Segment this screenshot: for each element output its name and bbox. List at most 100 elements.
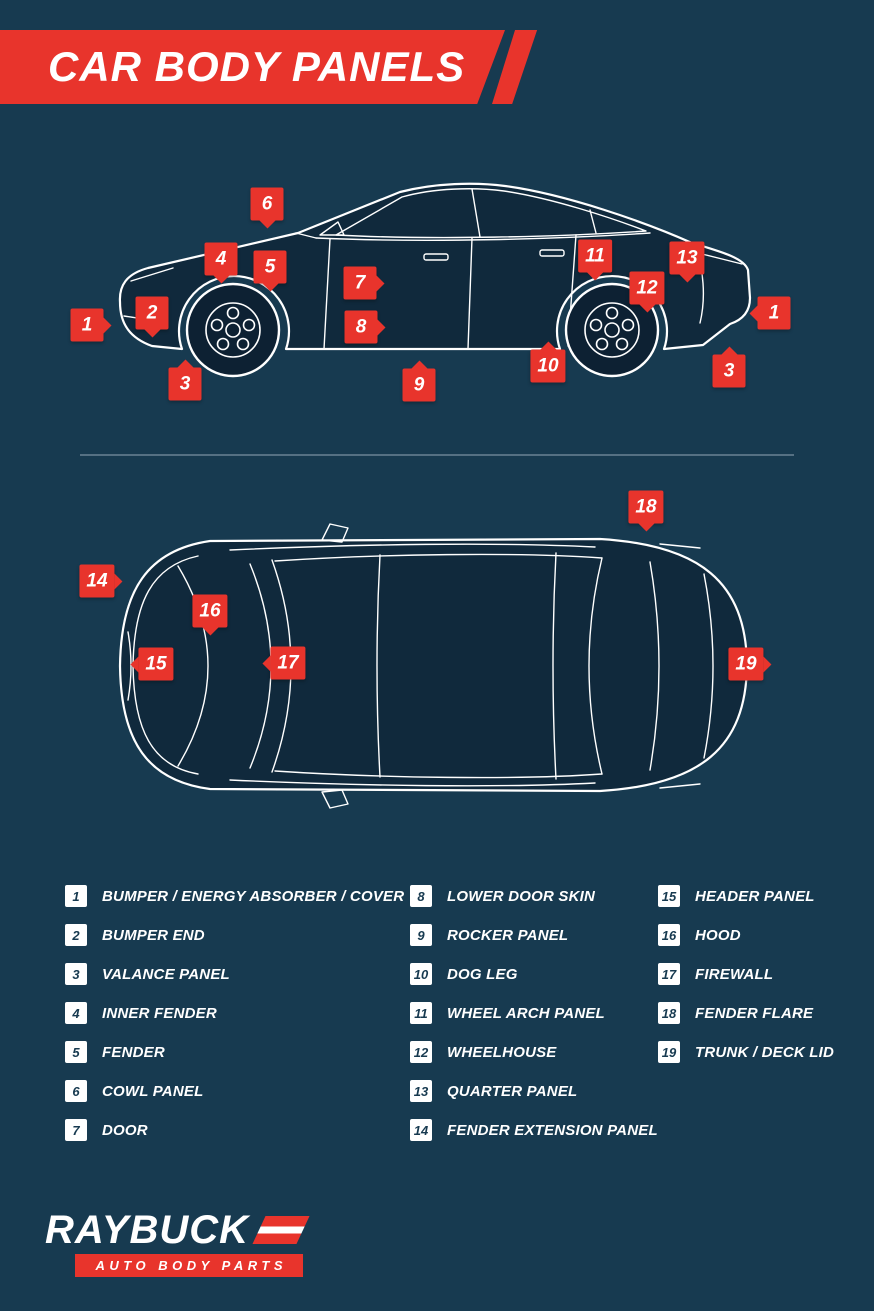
legend-item-17: 17 FIREWALL bbox=[658, 963, 858, 985]
side-marker-3: 3 bbox=[712, 354, 746, 388]
marker-number: 16 bbox=[199, 600, 221, 621]
side-marker-5: 5 bbox=[253, 250, 287, 284]
legend-label: TRUNK / DECK LID bbox=[695, 1043, 835, 1061]
legend-number-badge: 19 bbox=[658, 1041, 680, 1063]
legend-label: INNER FENDER bbox=[102, 1004, 217, 1022]
side-marker-6: 6 bbox=[250, 187, 284, 221]
legend-item-7: 7 DOOR bbox=[65, 1119, 395, 1141]
legend-item-4: 4 INNER FENDER bbox=[65, 1002, 395, 1024]
legend-item-13: 13 QUARTER PANEL bbox=[410, 1080, 645, 1102]
legend-label: BUMPER / ENERGY ABSORBER / COVER bbox=[102, 887, 405, 905]
legend-number-badge: 17 bbox=[658, 963, 680, 985]
top-marker-17: 17 bbox=[270, 646, 306, 680]
header-banner: CAR BODY PANELS bbox=[0, 30, 505, 104]
legend-item-14: 14 FENDER EXTENSION PANEL bbox=[410, 1119, 658, 1141]
marker-number: 2 bbox=[146, 302, 158, 323]
legend-label: COWL PANEL bbox=[102, 1082, 204, 1100]
marker-number: 12 bbox=[636, 277, 658, 298]
marker-number: 3 bbox=[723, 360, 735, 381]
brand-tagline: AUTO BODY PARTS bbox=[95, 1258, 287, 1273]
legend-item-2: 2 BUMPER END bbox=[65, 924, 395, 946]
marker-number: 11 bbox=[585, 245, 605, 266]
legend-label: HOOD bbox=[695, 926, 741, 944]
legend-number-badge: 10 bbox=[410, 963, 432, 985]
legend-number-badge: 14 bbox=[410, 1119, 432, 1141]
brand-name: RAYBUCK bbox=[45, 1208, 250, 1252]
legend-number-badge: 15 bbox=[658, 885, 680, 907]
marker-number: 6 bbox=[261, 193, 273, 214]
legend-number-badge: 5 bbox=[65, 1041, 87, 1063]
legend-number-badge: 4 bbox=[65, 1002, 87, 1024]
legend-label: BUMPER END bbox=[102, 926, 205, 944]
legend-number-badge: 18 bbox=[658, 1002, 680, 1024]
top-marker-18: 18 bbox=[628, 490, 664, 524]
marker-number: 4 bbox=[215, 248, 227, 269]
side-marker-12: 12 bbox=[629, 271, 665, 305]
top-marker-16: 16 bbox=[192, 594, 228, 628]
marker-number: 9 bbox=[413, 374, 425, 395]
legend-number-badge: 6 bbox=[65, 1080, 87, 1102]
marker-number: 19 bbox=[735, 653, 757, 674]
legend-label: FENDER EXTENSION PANEL bbox=[447, 1121, 658, 1139]
legend-item-3: 3 VALANCE PANEL bbox=[65, 963, 395, 985]
marker-number: 7 bbox=[354, 272, 366, 293]
side-marker-13: 13 bbox=[669, 241, 705, 275]
legend-label: WHEEL ARCH PANEL bbox=[447, 1004, 605, 1022]
legend-item-18: 18 FENDER FLARE bbox=[658, 1002, 858, 1024]
legend-number-badge: 13 bbox=[410, 1080, 432, 1102]
legend-label: DOOR bbox=[102, 1121, 148, 1139]
side-marker-8: 8 bbox=[344, 310, 378, 344]
marker-number: 18 bbox=[635, 496, 657, 517]
section-divider bbox=[80, 454, 794, 456]
brand-tagline-bar: AUTO BODY PARTS bbox=[75, 1254, 303, 1277]
marker-number: 14 bbox=[86, 570, 108, 591]
legend-label: DOG LEG bbox=[447, 965, 518, 983]
legend-item-11: 11 WHEEL ARCH PANEL bbox=[410, 1002, 645, 1024]
legend-item-19: 19 TRUNK / DECK LID bbox=[658, 1041, 858, 1063]
side-marker-11: 11 bbox=[578, 239, 612, 273]
legend-number-badge: 2 bbox=[65, 924, 87, 946]
marker-number: 13 bbox=[676, 247, 698, 268]
marker-number: 3 bbox=[179, 373, 191, 394]
legend-label: QUARTER PANEL bbox=[447, 1082, 578, 1100]
legend-label: FENDER FLARE bbox=[695, 1004, 814, 1022]
legend-label: VALANCE PANEL bbox=[102, 965, 230, 983]
marker-number: 5 bbox=[264, 256, 276, 277]
marker-number: 1 bbox=[768, 302, 780, 323]
legend-label: ROCKER PANEL bbox=[447, 926, 569, 944]
side-marker-3: 3 bbox=[168, 367, 202, 401]
marker-number: 8 bbox=[355, 316, 367, 337]
legend-number-badge: 3 bbox=[65, 963, 87, 985]
legend-label: LOWER DOOR SKIN bbox=[447, 887, 595, 905]
car-top-view-illustration bbox=[118, 523, 749, 809]
side-marker-1: 1 bbox=[70, 308, 104, 342]
marker-number: 1 bbox=[81, 314, 93, 335]
legend-number-badge: 11 bbox=[410, 1002, 432, 1024]
page-title: CAR BODY PANELS bbox=[48, 43, 466, 90]
legend-number-badge: 16 bbox=[658, 924, 680, 946]
legend-label: FENDER bbox=[102, 1043, 165, 1061]
legend-item-5: 5 FENDER bbox=[65, 1041, 395, 1063]
side-marker-7: 7 bbox=[343, 266, 377, 300]
side-marker-10: 10 bbox=[530, 349, 566, 383]
legend-item-9: 9 ROCKER PANEL bbox=[410, 924, 645, 946]
legend-label: WHEELHOUSE bbox=[447, 1043, 557, 1061]
top-marker-19: 19 bbox=[728, 647, 764, 681]
side-marker-1: 1 bbox=[757, 296, 791, 330]
legend-number-badge: 9 bbox=[410, 924, 432, 946]
legend-label: FIREWALL bbox=[695, 965, 774, 983]
brand-logo: RAYBUCK AUTO BODY PARTS bbox=[45, 1208, 310, 1277]
top-marker-14: 14 bbox=[79, 564, 115, 598]
marker-number: 10 bbox=[537, 355, 559, 376]
side-marker-2: 2 bbox=[135, 296, 169, 330]
side-marker-4: 4 bbox=[204, 242, 238, 276]
legend-number-badge: 7 bbox=[65, 1119, 87, 1141]
marker-number: 17 bbox=[277, 652, 299, 673]
